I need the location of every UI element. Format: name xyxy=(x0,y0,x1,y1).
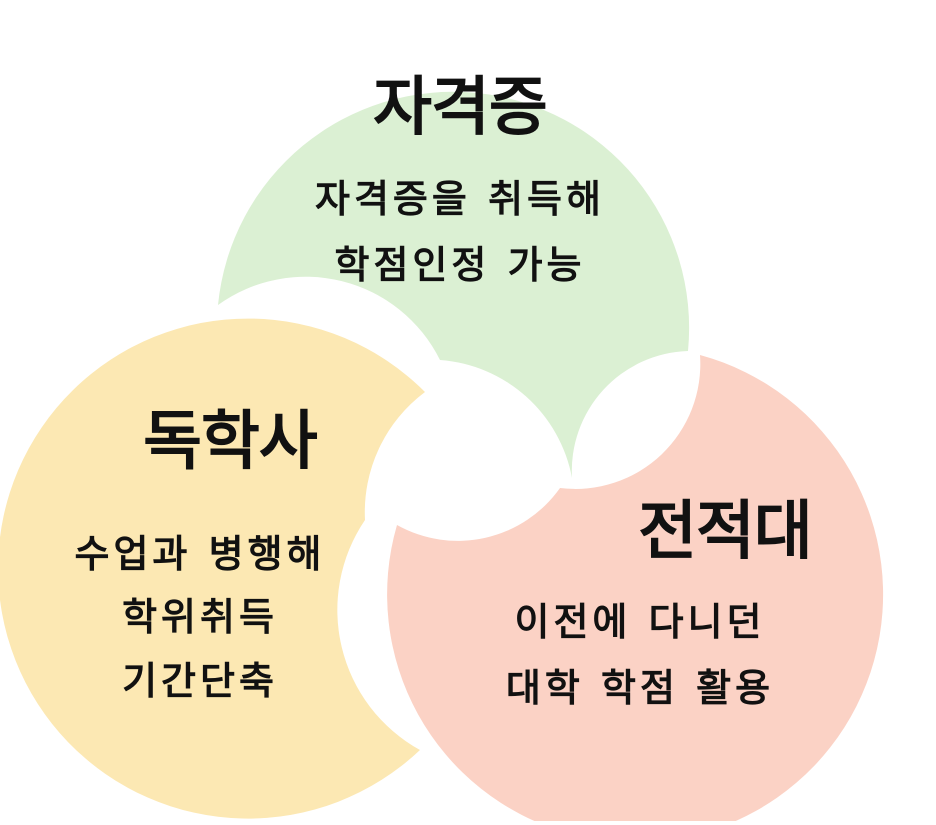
certificate-line-2: 학점인정 가능 xyxy=(334,243,586,287)
certificate-shape xyxy=(218,91,690,479)
self-study-line-2: 학위취득 xyxy=(122,595,278,639)
transfer-line-2: 대학 학점 활용 xyxy=(505,666,775,710)
self-study-title: 독학사 xyxy=(143,405,318,479)
certificate-line-1: 자격증을 취득해 xyxy=(315,177,605,221)
transfer-shape xyxy=(387,355,884,825)
self-study-shape xyxy=(0,318,425,819)
self-study-line-3: 기간단축 xyxy=(122,659,278,703)
certificate-title: 자격증 xyxy=(373,71,548,145)
self-study-line-1: 수업과 병행해 xyxy=(74,532,326,576)
transfer-title: 전적대 xyxy=(638,495,813,569)
transfer-line-1: 이전에 다니던 xyxy=(514,600,766,644)
